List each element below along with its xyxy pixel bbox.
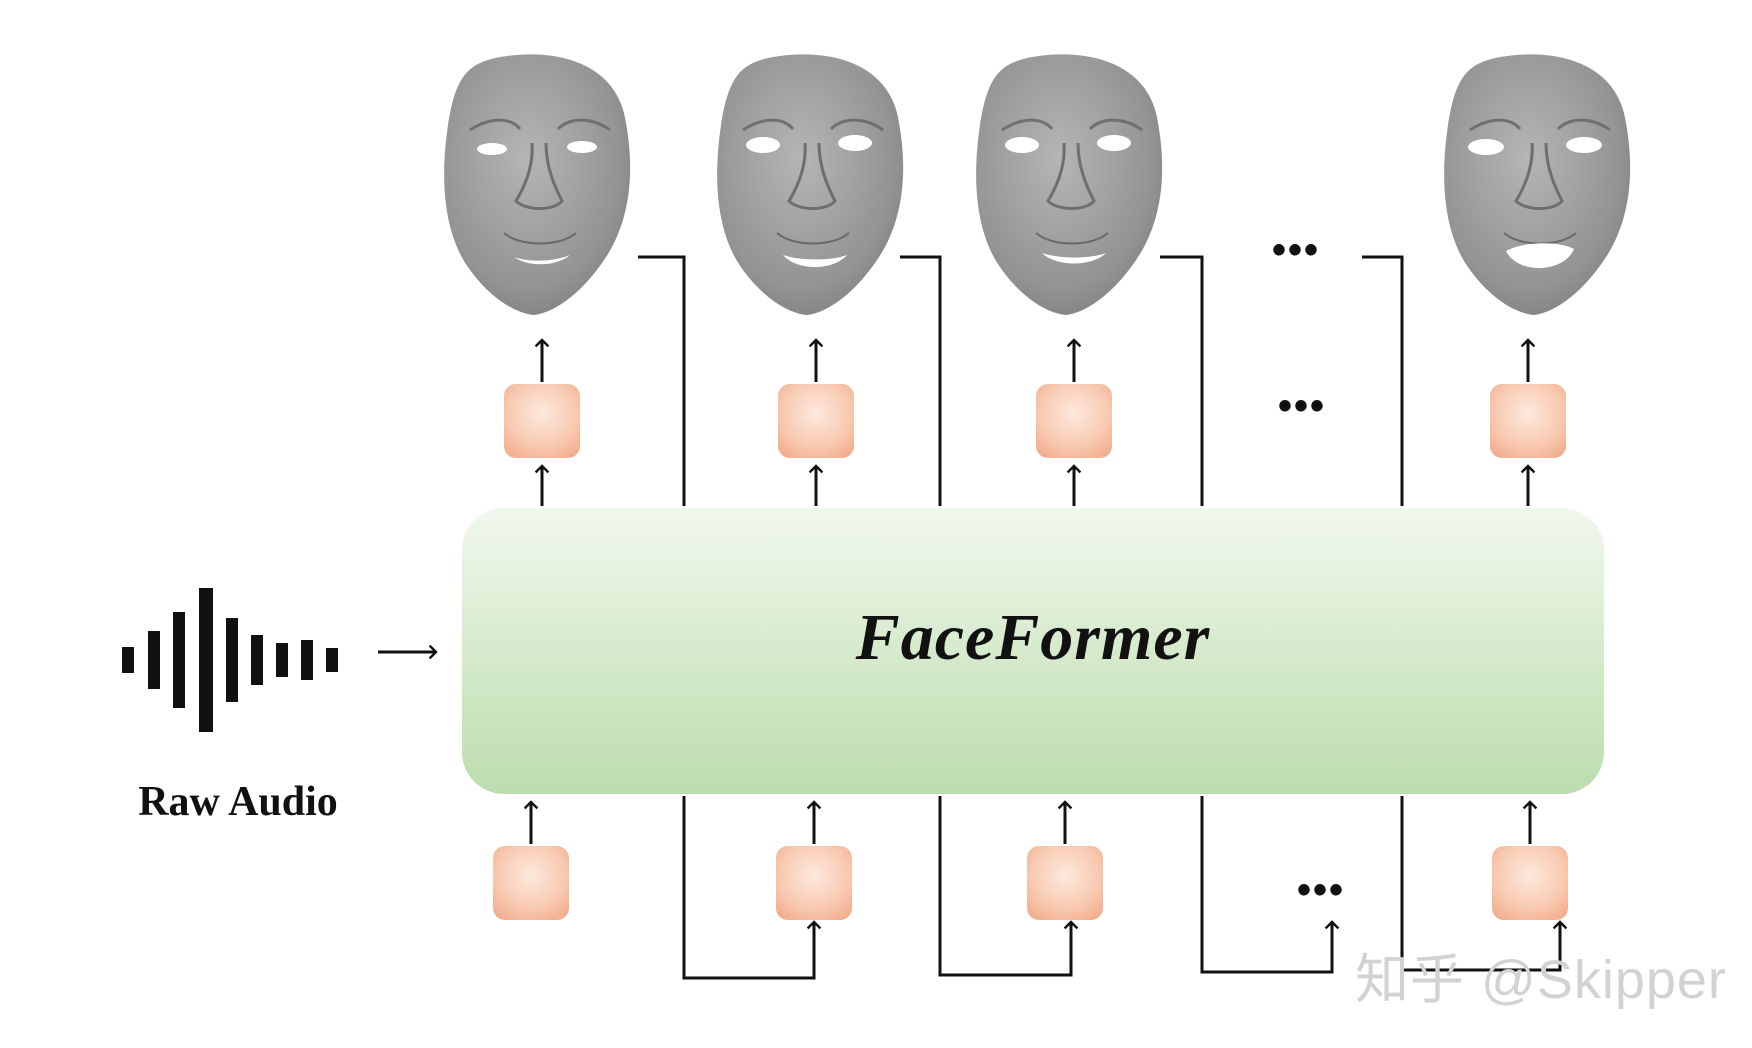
face-mesh-icon-3 bbox=[974, 52, 1164, 317]
watermark: 知乎 @Skipper bbox=[1355, 950, 1727, 1010]
raw-audio-label: Raw Audio bbox=[138, 779, 338, 825]
flow-arrows bbox=[523, 338, 1538, 844]
ellipsis-input-tokens: ••• bbox=[1297, 868, 1346, 912]
input-token-1 bbox=[493, 846, 569, 920]
face-mesh-icon-4 bbox=[1442, 52, 1632, 317]
ellipsis-output-tokens: ••• bbox=[1278, 384, 1327, 428]
feedback-connectors bbox=[638, 255, 1568, 980]
output-token-1 bbox=[504, 384, 580, 458]
faceformer-label: FaceFormer bbox=[855, 601, 1211, 674]
face-mesh-icon-1 bbox=[442, 52, 632, 317]
face-mesh-icon-2 bbox=[715, 52, 905, 317]
input-token-3 bbox=[1027, 846, 1103, 920]
waveform-icon bbox=[122, 588, 338, 732]
output-tokens bbox=[504, 384, 1566, 458]
input-token-4 bbox=[1492, 846, 1568, 920]
input-tokens bbox=[493, 846, 1568, 920]
ellipsis-faces: ••• bbox=[1272, 228, 1321, 272]
input-token-2 bbox=[776, 846, 852, 920]
output-token-3 bbox=[1036, 384, 1112, 458]
output-token-4 bbox=[1490, 384, 1566, 458]
faceformer-block bbox=[462, 508, 1604, 794]
output-token-2 bbox=[778, 384, 854, 458]
